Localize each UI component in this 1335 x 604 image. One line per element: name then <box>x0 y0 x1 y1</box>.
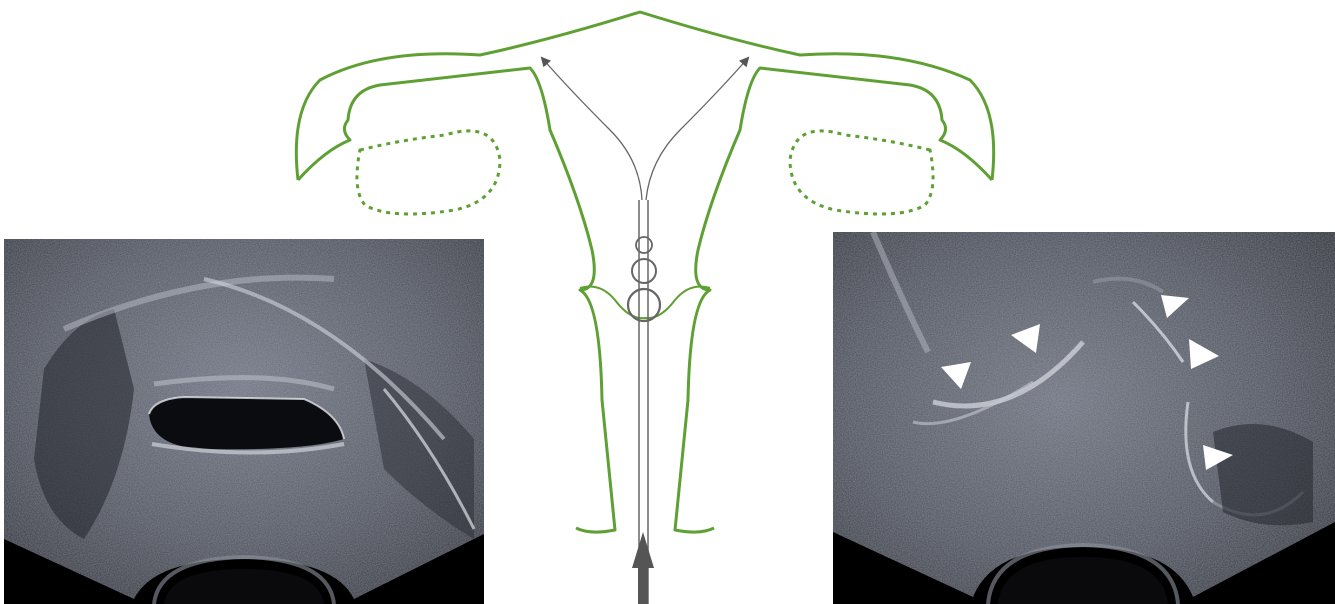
flow-lines <box>542 58 748 200</box>
ovary-left <box>357 131 500 214</box>
balloon-medium <box>632 259 656 283</box>
arrow-up-icon <box>632 532 654 604</box>
ovary-right <box>790 131 933 214</box>
ultrasound-right-panel <box>833 232 1335 604</box>
ovaries <box>357 131 933 214</box>
ultrasound-right-image <box>833 232 1335 604</box>
balloon-large <box>628 289 660 321</box>
